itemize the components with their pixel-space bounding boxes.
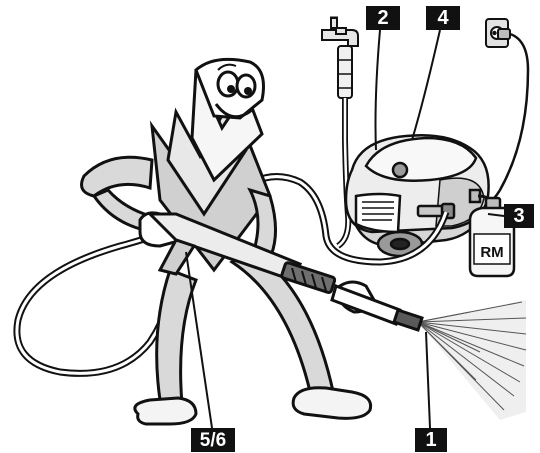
pressure-washer-machine [344, 133, 490, 258]
callout-5-6: 5/6 [191, 428, 235, 452]
callout-2: 2 [366, 6, 400, 30]
callout-leaders [185, 29, 505, 429]
spray-lance [330, 284, 424, 332]
water-spray [417, 300, 527, 420]
spray-gun [146, 212, 337, 295]
callout-3: 3 [504, 204, 534, 228]
power-socket-icon [485, 18, 511, 48]
character-feet [133, 386, 373, 426]
detergent-bottle [468, 196, 516, 278]
callout-4: 4 [426, 6, 460, 30]
detergent-bottle-label: RM [480, 244, 503, 261]
callout-1: 1 [415, 428, 447, 452]
character-head [194, 57, 265, 120]
water-tap-icon [321, 16, 359, 47]
